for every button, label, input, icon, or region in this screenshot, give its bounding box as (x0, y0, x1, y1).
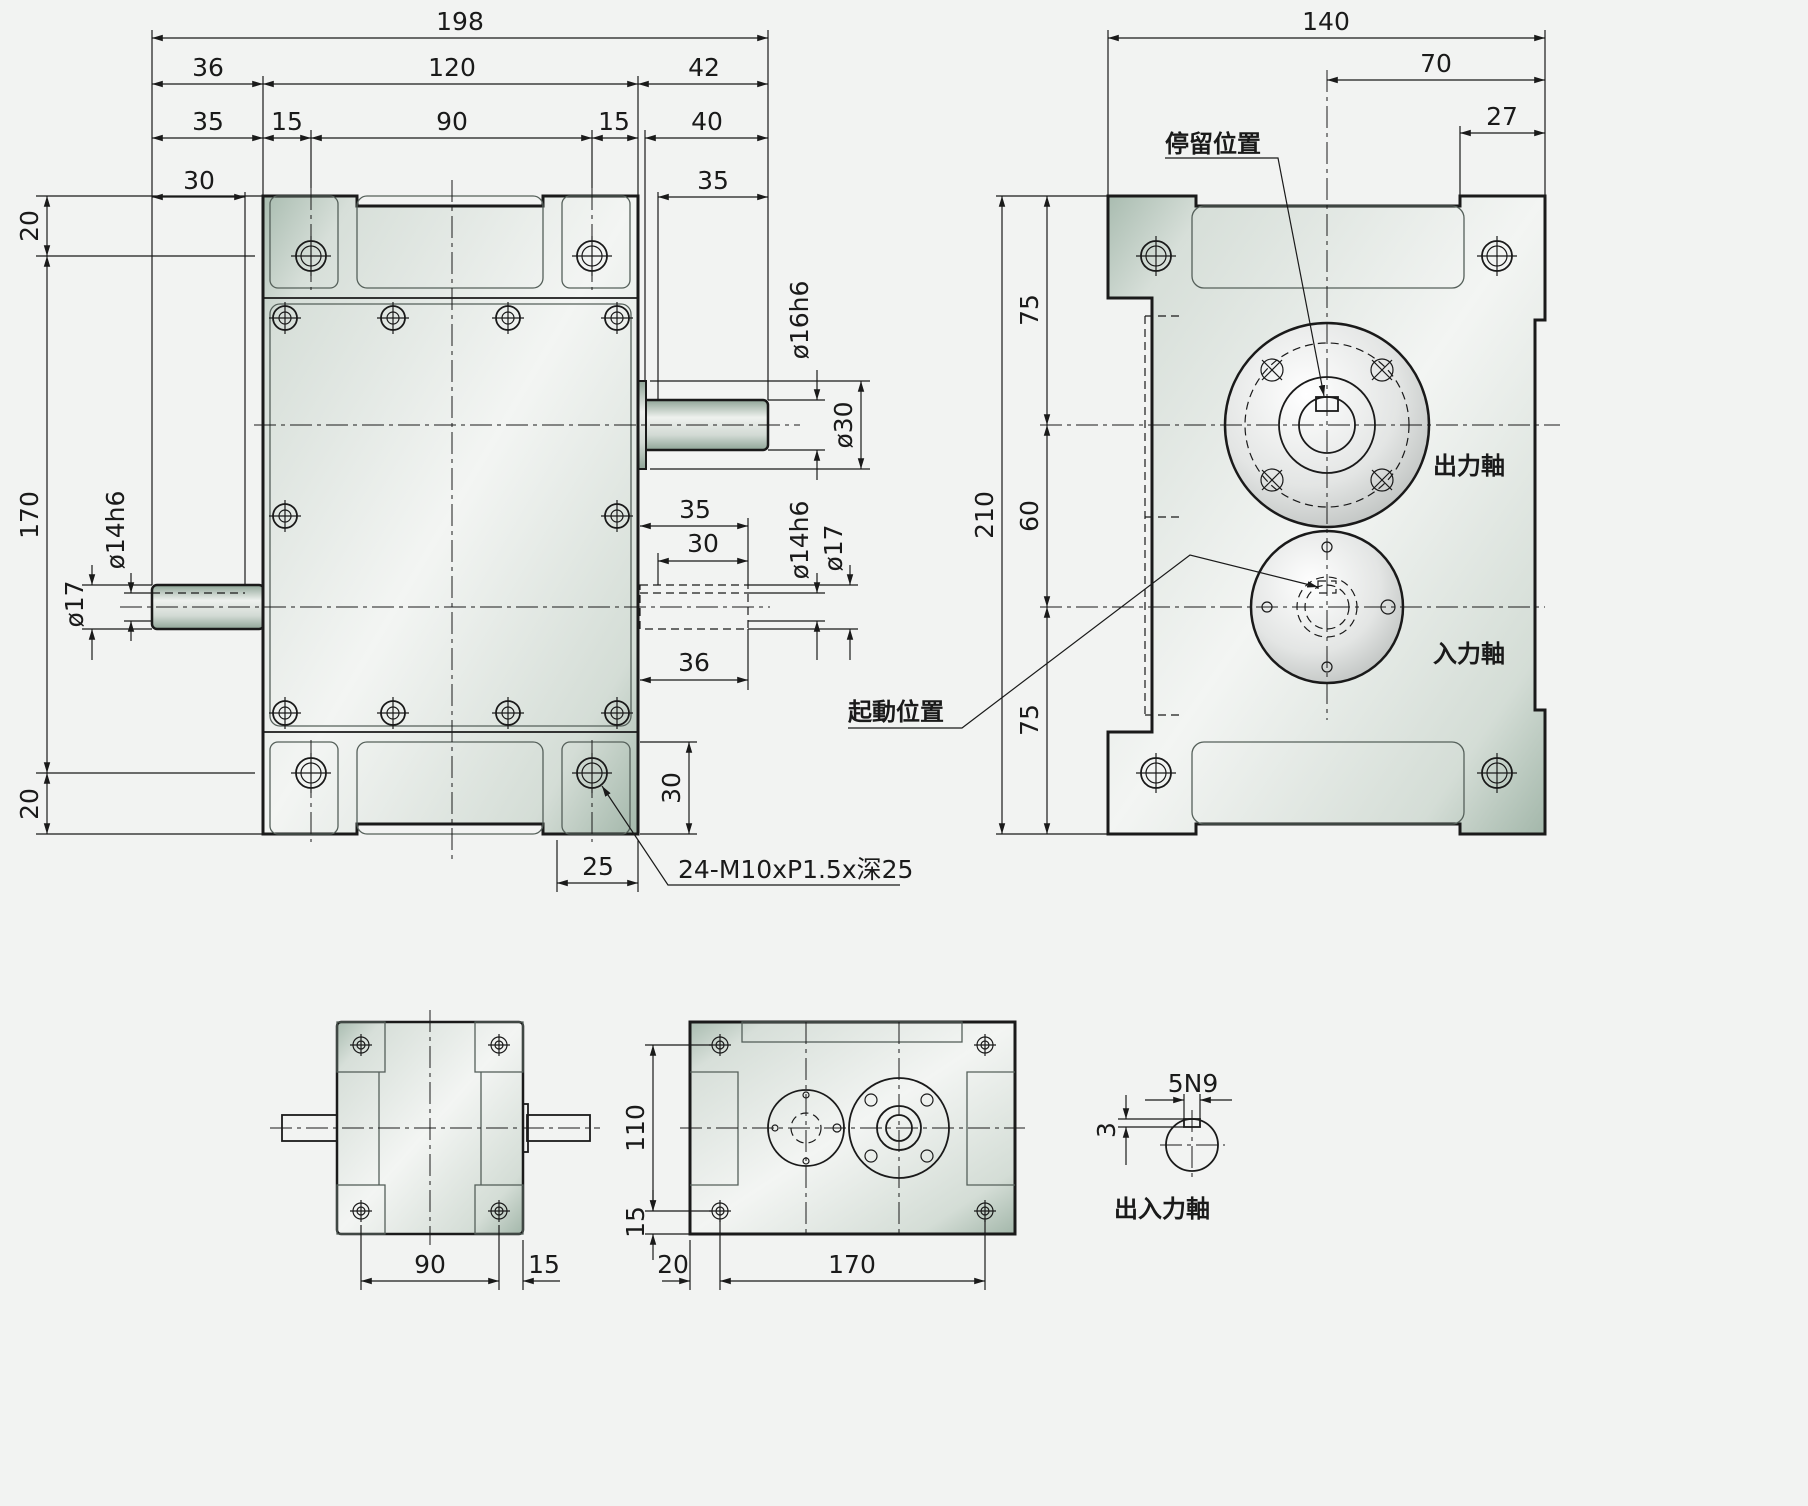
dim-70: 70 (1420, 49, 1452, 78)
dim-d16h6: ø16h6 (785, 281, 814, 360)
label-stop-position: 停留位置 (1165, 130, 1261, 158)
tap-callout: 24-M10xP1.5x深25 (678, 855, 913, 884)
dim-198: 198 (436, 7, 484, 36)
keyway-detail: 5N9 3 出入力軸 (1092, 1069, 1232, 1223)
dim-15-top: 15 (528, 1250, 560, 1279)
label-io-shaft: 出入力軸 (1114, 1195, 1210, 1223)
label-output-shaft: 出力軸 (1433, 452, 1505, 480)
dim-d14h6-left: ø14h6 (101, 491, 130, 570)
dim-3: 3 (1092, 1122, 1121, 1138)
dim-d17-left: ø17 (60, 580, 89, 627)
right-input-shaft-hidden (639, 584, 749, 630)
dim-15-bottom: 15 (621, 1206, 650, 1238)
screws-front (269, 302, 633, 729)
dim-120: 120 (428, 53, 476, 82)
dim-170-bottom-view: 170 (828, 1250, 876, 1279)
front-housing (261, 194, 640, 836)
dim-75-top: 75 (1015, 294, 1044, 326)
dim-210: 210 (970, 491, 999, 539)
label-input-shaft: 入力軸 (1433, 640, 1505, 668)
dim-d17-right: ø17 (819, 524, 848, 571)
dim-110: 110 (621, 1104, 650, 1152)
dim-90: 90 (436, 107, 468, 136)
label-start-position: 起動位置 (847, 698, 944, 726)
dim-27: 27 (1486, 102, 1518, 131)
dim-5n9: 5N9 (1168, 1069, 1219, 1098)
dim-35-right-shaft: 35 (697, 166, 729, 195)
dim-30-right-bottom: 30 (687, 529, 719, 558)
mechanical-drawing: 198 36 120 42 35 15 90 15 40 30 35 20 17… (15, 7, 1560, 1290)
dim-20-top: 20 (15, 210, 44, 242)
bottom-view: 110 15 20 170 (621, 1020, 1025, 1290)
dim-36-right-bottom: 36 (678, 648, 710, 677)
dim-140: 140 (1302, 7, 1350, 36)
dim-25: 25 (582, 852, 614, 881)
dim-30-bottom: 30 (657, 772, 686, 804)
dim-d30: ø30 (829, 401, 858, 448)
dim-20-bottom-view: 20 (657, 1250, 689, 1279)
dim-20-bottom: 20 (15, 788, 44, 820)
dim-36: 36 (192, 53, 224, 82)
dim-35-right-bottom: 35 (679, 495, 711, 524)
dim-60: 60 (1015, 500, 1044, 532)
dim-40: 40 (691, 107, 723, 136)
dim-30-left-shaft: 30 (183, 166, 215, 195)
dim-15-left: 15 (271, 107, 303, 136)
dim-15-right: 15 (598, 107, 630, 136)
dim-42: 42 (688, 53, 720, 82)
side-view: 140 70 27 210 75 60 75 停留位置 起動位置 出力軸 入力軸 (847, 7, 1560, 836)
front-view: 198 36 120 42 35 15 90 15 40 30 35 20 17… (15, 7, 913, 892)
dim-d14h6-right: ø14h6 (785, 501, 814, 580)
dim-170: 170 (15, 491, 44, 539)
top-view: 90 15 (270, 1010, 600, 1290)
dim-75-bottom: 75 (1015, 704, 1044, 736)
tapped-holes-front (291, 236, 612, 793)
dim-90-top: 90 (414, 1250, 446, 1279)
dim-35-left: 35 (192, 107, 224, 136)
